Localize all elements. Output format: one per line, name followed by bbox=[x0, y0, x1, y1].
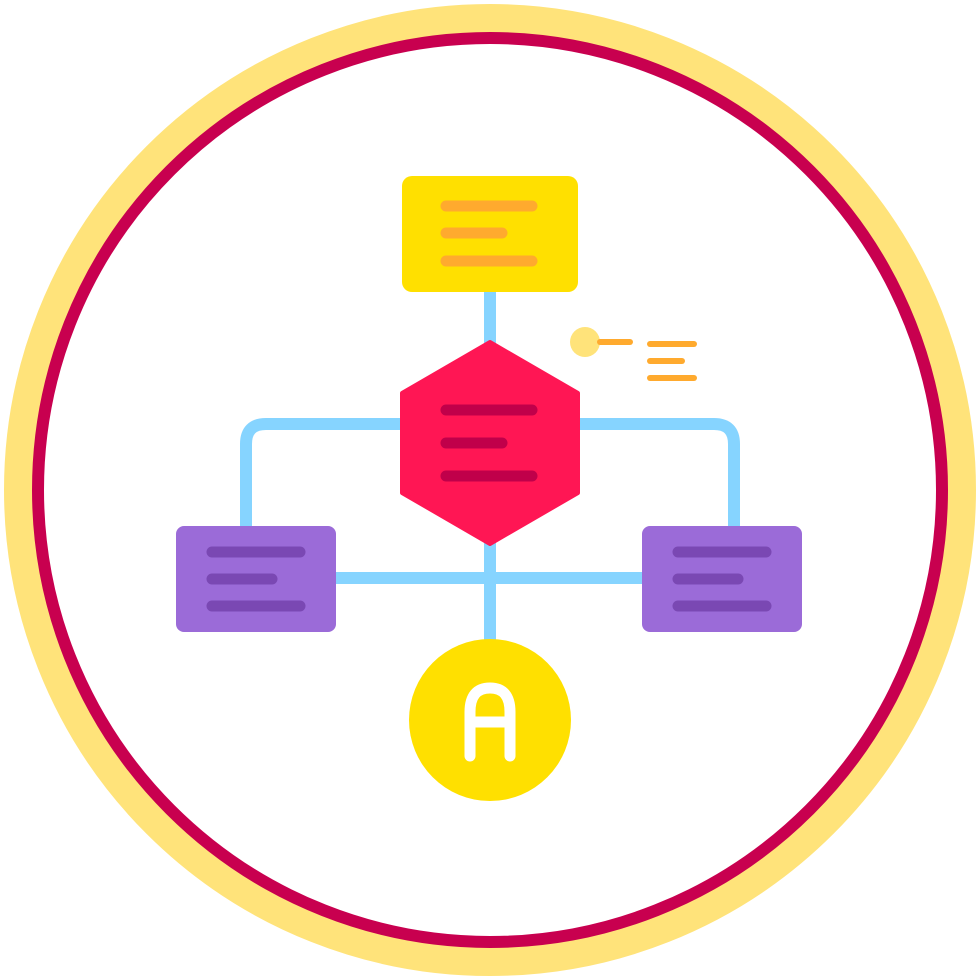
connector-lines bbox=[240, 290, 740, 650]
right-process-box bbox=[642, 526, 802, 632]
outer-ring bbox=[4, 4, 976, 976]
top-process-box bbox=[402, 176, 578, 292]
annotation-note bbox=[570, 327, 697, 381]
decision-hexagon bbox=[400, 340, 580, 546]
end-node-letter-glyph bbox=[464, 682, 516, 762]
end-node: A bbox=[409, 639, 571, 801]
left-process-box bbox=[176, 526, 336, 632]
note-pin-icon bbox=[570, 327, 600, 357]
